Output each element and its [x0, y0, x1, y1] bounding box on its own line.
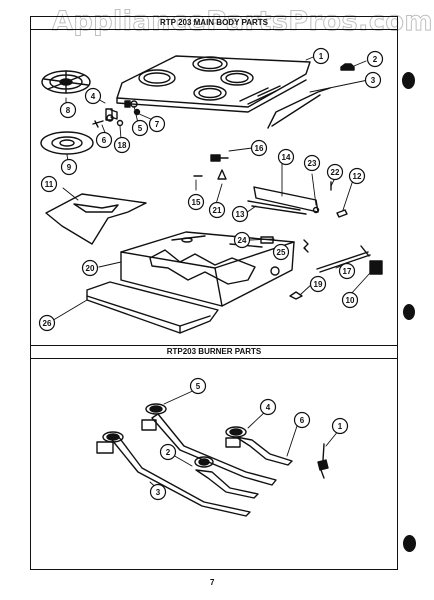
main-callout-10: 10 [341, 291, 359, 309]
main-callout-7: 7 [148, 115, 166, 133]
burner-callout-6: 6 [293, 411, 311, 429]
main-callout-1: 1 [312, 47, 330, 65]
burner-callout-4: 4 [259, 398, 277, 416]
trim-strip-part [267, 87, 331, 129]
svg-text:12: 12 [353, 172, 362, 181]
svg-text:10: 10 [346, 296, 355, 305]
hardware-parts [92, 100, 141, 128]
svg-text:1: 1 [338, 422, 343, 431]
svg-text:1: 1 [319, 52, 324, 61]
main-callout-23: 23 [303, 154, 321, 172]
svg-text:2: 2 [373, 55, 378, 64]
svg-text:21: 21 [213, 206, 222, 215]
svg-text:17: 17 [343, 267, 352, 276]
svg-text:26: 26 [43, 319, 52, 328]
main-callout-12: 12 [348, 167, 366, 185]
svg-text:9: 9 [67, 163, 72, 172]
burner-callout-3: 3 [149, 483, 167, 501]
bottom-shelf-part [86, 281, 219, 334]
drip-bowl-part [40, 131, 94, 155]
main-callout-4: 4 [84, 87, 102, 105]
page-number: 7 [210, 578, 215, 587]
svg-text:20: 20 [86, 264, 95, 273]
main-callout-19: 19 [309, 275, 327, 293]
burner-callout-2: 2 [159, 443, 177, 461]
svg-text:4: 4 [266, 403, 271, 412]
burner-box-pan-part [120, 231, 295, 307]
main-callout-15: 15 [187, 193, 205, 211]
svg-text:25: 25 [277, 248, 286, 257]
main-callout-26: 26 [38, 314, 56, 332]
main-callout-9: 9 [60, 158, 78, 176]
main-callout-18: 18 [113, 136, 131, 154]
burner-callout-1: 1 [331, 417, 349, 435]
svg-text:23: 23 [308, 159, 317, 168]
main-callout-17: 17 [338, 262, 356, 280]
svg-text:18: 18 [118, 141, 127, 150]
svg-text:24: 24 [238, 236, 247, 245]
burner-assembly-parts [96, 403, 329, 517]
main-callout-22: 22 [326, 163, 344, 181]
main-body-section-title: RTP 203 MAIN BODY PARTS [31, 17, 397, 30]
main-callout-3: 3 [364, 71, 382, 89]
main-callout-24: 24 [233, 231, 251, 249]
main-callout-21: 21 [208, 201, 226, 219]
cooktop-top-part [116, 55, 311, 113]
binder-hole-icon [403, 535, 416, 552]
burner-section-title: RTP203 BURNER PARTS [31, 346, 397, 359]
main-callout-6: 6 [95, 131, 113, 149]
svg-text:6: 6 [102, 136, 107, 145]
main-callout-11: 11 [40, 175, 58, 193]
burner-grate-part [41, 70, 91, 94]
svg-text:7: 7 [155, 120, 160, 129]
svg-text:15: 15 [192, 198, 201, 207]
svg-text:4: 4 [91, 92, 96, 101]
binder-hole-icon [402, 72, 415, 89]
main-callout-8: 8 [59, 101, 77, 119]
main-callout-20: 20 [81, 259, 99, 277]
svg-text:19: 19 [314, 280, 323, 289]
svg-text:14: 14 [282, 153, 291, 162]
svg-text:3: 3 [156, 488, 161, 497]
svg-text:8: 8 [66, 106, 71, 115]
binder-hole-icon [403, 304, 415, 320]
svg-text:13: 13 [236, 210, 245, 219]
svg-text:5: 5 [138, 124, 143, 133]
svg-text:5: 5 [196, 382, 201, 391]
main-callout-16: 16 [250, 139, 268, 157]
diagram-frame: RTP 203 MAIN BODY PARTS RTP203 BURNER PA… [30, 16, 398, 570]
main-callout-14: 14 [277, 148, 295, 166]
svg-text:6: 6 [300, 416, 305, 425]
svg-text:2: 2 [166, 448, 171, 457]
knob-part [340, 63, 355, 71]
main-callout-2: 2 [366, 50, 384, 68]
main-body-leader-lines [49, 54, 371, 323]
svg-text:16: 16 [255, 144, 264, 153]
burner-callout-5: 5 [189, 377, 207, 395]
section-divider [31, 345, 397, 346]
main-callout-25: 25 [272, 243, 290, 261]
bracket-part [45, 193, 147, 245]
svg-text:3: 3 [371, 76, 376, 85]
watermark: AppliancePartsPros.com [51, 6, 434, 38]
wiring-and-valve-parts [193, 154, 383, 300]
main-callout-5: 5 [131, 119, 149, 137]
svg-text:22: 22 [331, 168, 340, 177]
svg-text:11: 11 [45, 180, 54, 189]
main-callout-13: 13 [231, 205, 249, 223]
